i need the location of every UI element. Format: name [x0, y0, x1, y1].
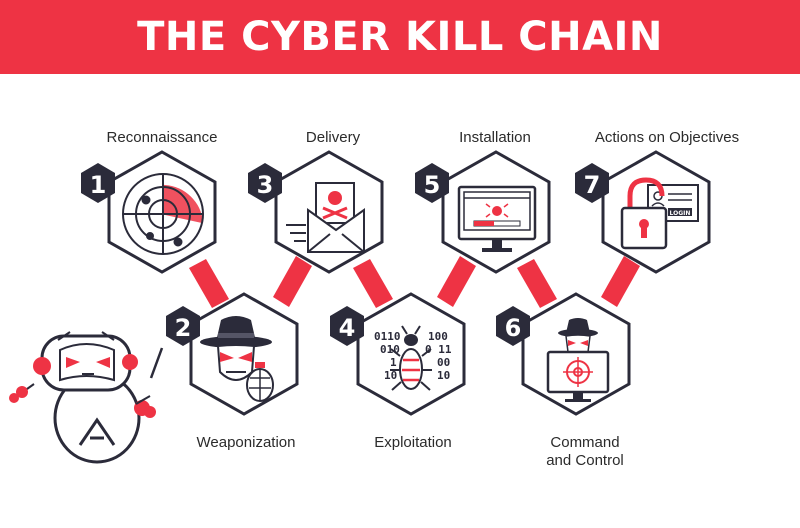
- monitor-install-icon: [457, 185, 537, 252]
- connector-4-5: [437, 256, 476, 307]
- badge-7: 7: [575, 163, 609, 203]
- step-number-3: 3: [257, 171, 274, 199]
- radar-icon: [122, 173, 204, 255]
- badge-3: 3: [248, 163, 282, 203]
- step-label-actions-on-objectives: Actions on Objectives: [594, 129, 740, 146]
- robot-mascot: [9, 331, 164, 464]
- login-text: LOGIN: [670, 210, 691, 217]
- step-label-delivery: Delivery: [305, 129, 361, 146]
- title-banner: THE CYBER KILL CHAIN: [0, 0, 800, 74]
- connectors: [189, 256, 640, 308]
- step-label-exploitation: Exploitation: [374, 434, 452, 451]
- binary-text: 0110: [374, 330, 401, 343]
- binary-text: 100: [428, 330, 448, 343]
- connector-6-7: [601, 256, 640, 307]
- binary-text: 1: [390, 356, 397, 369]
- malicious-envelope-icon: [286, 182, 365, 253]
- step-number-6: 6: [505, 314, 522, 342]
- hacker-grenade-icon: [200, 316, 274, 402]
- connector-3-4: [353, 259, 393, 308]
- binary-text: 0 11: [425, 343, 452, 356]
- step-label-command-and-control: Command and Control: [546, 434, 624, 469]
- connector-2-3: [273, 256, 312, 307]
- step-label-installation: Installation: [459, 129, 531, 146]
- step-label-reconnaissance: Reconnaissance: [106, 129, 218, 146]
- binary-text: 00: [437, 356, 450, 369]
- step-number-5: 5: [424, 171, 441, 199]
- step-number-7: 7: [584, 171, 601, 199]
- binary-text: 10: [437, 369, 450, 382]
- badge-4: 4: [330, 306, 364, 346]
- badge-5: 5: [415, 163, 449, 203]
- binary-bug-icon: 0110 010 1 10 100 0 11 00 10: [374, 325, 452, 391]
- badge-2: 2: [166, 306, 200, 346]
- page-title: THE CYBER KILL CHAIN: [137, 14, 663, 60]
- step-number-1: 1: [90, 171, 107, 199]
- step-number-4: 4: [339, 314, 356, 342]
- badge-6: 6: [496, 306, 530, 346]
- connector-5-6: [517, 259, 557, 308]
- binary-text: 10: [384, 369, 397, 382]
- step-label-weaponization: Weaponization: [196, 434, 296, 451]
- hacker-monitor-target-icon: [546, 318, 610, 402]
- badge-1: 1: [81, 163, 115, 203]
- connector-1-2: [189, 259, 229, 308]
- step-number-2: 2: [175, 314, 192, 342]
- padlock-login-icon: LOGIN: [620, 177, 699, 250]
